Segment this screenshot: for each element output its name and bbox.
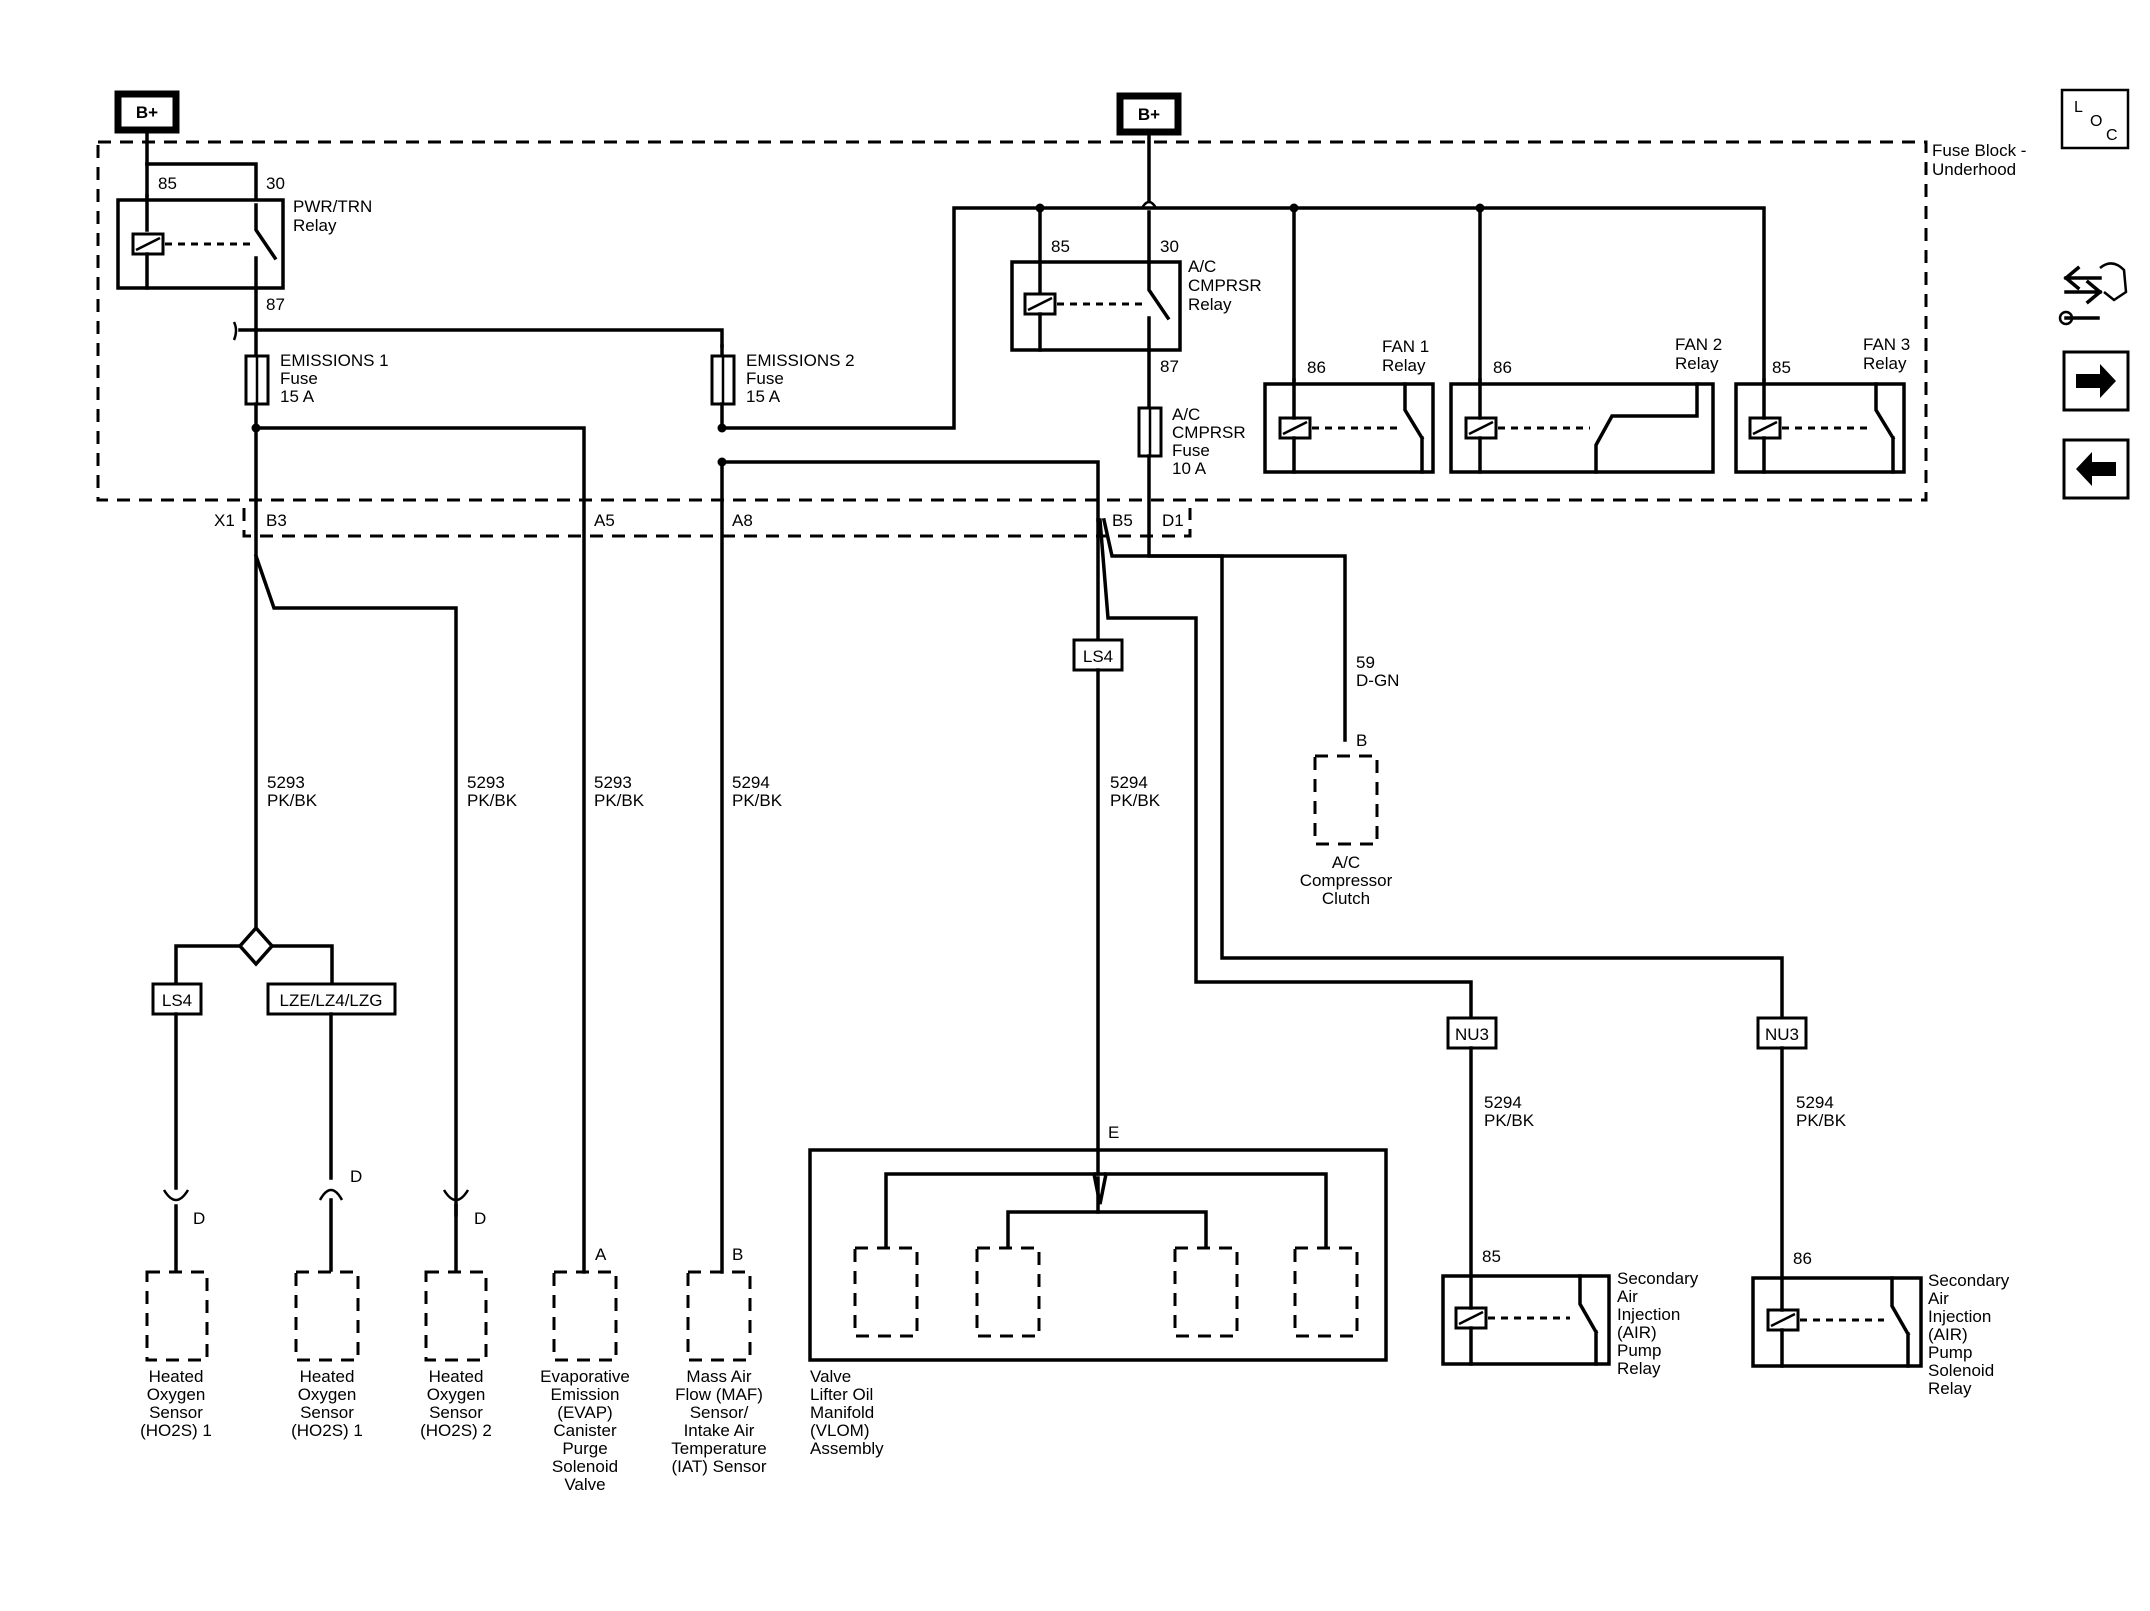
option-ls4-center: LS4: [1072, 638, 1124, 672]
svg-text:86: 86: [1307, 358, 1326, 377]
svg-text:D: D: [474, 1209, 486, 1228]
svg-text:85: 85: [1482, 1247, 1501, 1266]
svg-text:87: 87: [1160, 357, 1179, 376]
svg-text:B: B: [1356, 731, 1367, 750]
svg-text:86: 86: [1493, 358, 1512, 377]
fuse-block-boundary: [96, 140, 1928, 502]
wiring-tool-icon[interactable]: [2058, 262, 2128, 326]
svg-text:B+: B+: [136, 103, 158, 122]
bplus-left-terminal: B+: [114, 90, 180, 134]
svg-text:87: 87: [266, 295, 285, 314]
svg-text:85: 85: [158, 174, 177, 193]
option-nu3-left: NU3: [1446, 1016, 1498, 1050]
splice-diamond: [237, 925, 275, 967]
svg-text:LS4: LS4: [162, 991, 192, 1010]
svg-text:NU3: NU3: [1455, 1025, 1489, 1044]
svg-text:O: O: [2090, 113, 2102, 130]
pin-a8: A8: [732, 511, 753, 530]
pin-b5: B5: [1112, 511, 1133, 530]
svg-text:85: 85: [1772, 358, 1791, 377]
svg-text:B: B: [732, 1245, 743, 1264]
svg-text:86: 86: [1793, 1249, 1812, 1268]
pin-d1: D1: [1162, 511, 1184, 530]
svg-text:LS4: LS4: [1083, 647, 1113, 666]
svg-text:30: 30: [1160, 237, 1179, 256]
svg-text:NU3: NU3: [1765, 1025, 1799, 1044]
arrow-left-icon[interactable]: [2062, 438, 2130, 500]
svg-text:LZE/LZ4/LZG: LZE/LZ4/LZG: [280, 991, 383, 1010]
svg-text:D: D: [350, 1167, 362, 1186]
pin-b3: B3: [266, 511, 287, 530]
svg-text:59D-GN: 59D-GN: [1356, 653, 1399, 690]
option-nu3-right: NU3: [1756, 1016, 1808, 1050]
svg-text:B+: B+: [1138, 105, 1160, 124]
svg-text:C: C: [2106, 127, 2118, 144]
option-lze-lz4-lzg: LZE/LZ4/LZG: [266, 982, 397, 1016]
fuse-block-label: Fuse Block -Underhood: [1932, 141, 2026, 179]
pin-a5: A5: [594, 511, 615, 530]
svg-text:85: 85: [1051, 237, 1070, 256]
svg-text:E: E: [1108, 1123, 1119, 1142]
svg-text:D: D: [193, 1209, 205, 1228]
svg-text:L: L: [2074, 99, 2083, 116]
loc-icon-button[interactable]: L O C: [2060, 88, 2130, 150]
svg-text:30: 30: [266, 174, 285, 193]
svg-text:A: A: [595, 1245, 607, 1264]
arrow-right-icon[interactable]: [2062, 350, 2130, 412]
option-ls4-left: LS4: [151, 982, 203, 1016]
connector-x1-label: X1: [214, 511, 235, 530]
bplus-right-terminal: B+: [1116, 92, 1182, 136]
